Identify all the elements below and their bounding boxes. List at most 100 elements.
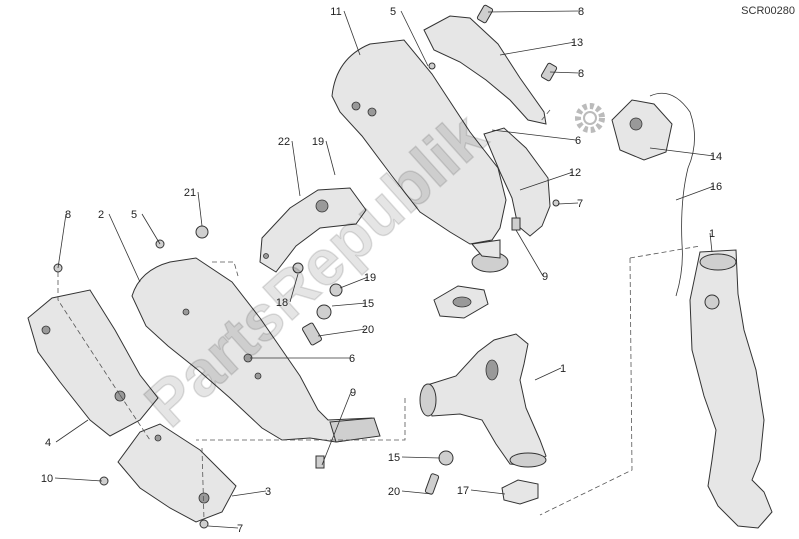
bracket-hole — [315, 199, 329, 213]
bracket-22 — [259, 187, 367, 273]
muffler-upper — [331, 39, 507, 245]
y-pipe — [423, 333, 547, 467]
callout-label: 8 — [578, 6, 584, 18]
callout-label: 7 — [577, 198, 583, 210]
callout-leader — [317, 328, 367, 337]
callout-label: 5 — [131, 209, 137, 221]
mount-hole — [367, 107, 377, 117]
callout-leader — [108, 213, 141, 283]
callout-label: 19 — [364, 272, 376, 284]
assembly-line — [539, 257, 633, 516]
callout-leader — [400, 10, 429, 67]
callout-label: 10 — [41, 473, 53, 485]
bracket-hole — [263, 253, 269, 259]
shield-hole — [114, 390, 126, 402]
shield-hole — [41, 325, 51, 335]
callout-layer: 1123455667788899101112131415151617181919… — [41, 6, 722, 535]
callout-leader — [499, 41, 576, 56]
callout-label: 14 — [710, 151, 722, 163]
assembly-line — [629, 245, 701, 259]
assembly-line — [201, 447, 205, 521]
muffler-lower-outlet — [329, 417, 381, 443]
callout-leader — [401, 490, 433, 495]
callout-leader — [289, 273, 299, 303]
catalytic-converter — [689, 249, 773, 529]
heat-shield-12 — [483, 127, 551, 237]
callout-leader — [207, 525, 239, 529]
callout-leader — [339, 276, 369, 289]
callout-leader — [491, 129, 577, 141]
cat-inlet — [699, 253, 737, 271]
callout-leader — [141, 213, 161, 245]
callout-leader — [401, 456, 441, 459]
gear-icon — [575, 103, 605, 133]
callout-label: 22 — [278, 136, 290, 148]
callout-label: 2 — [98, 209, 104, 221]
callout-leader — [487, 10, 580, 13]
callout-label: 20 — [388, 486, 400, 498]
callout-leader — [515, 229, 544, 277]
callout-leader — [291, 140, 301, 197]
clip — [315, 455, 325, 469]
callout-leader — [519, 171, 574, 191]
clip — [511, 217, 521, 231]
callout-label: 6 — [575, 135, 581, 147]
heat-shield-left — [27, 289, 159, 437]
shield-hole — [154, 434, 162, 442]
fasteners — [53, 4, 560, 529]
y-pipe-inlet — [419, 383, 437, 417]
callout-label: 1 — [560, 363, 566, 375]
assembly-line — [539, 109, 551, 123]
callout-label: 8 — [578, 68, 584, 80]
callout-leader — [343, 10, 361, 56]
muffler-lower — [131, 257, 379, 443]
lambda-port — [704, 294, 720, 310]
callout-leader — [709, 232, 713, 253]
clamp — [501, 479, 539, 505]
callout-label: 18 — [276, 297, 288, 309]
callout-label: 5 — [390, 6, 396, 18]
callout-label: 15 — [388, 452, 400, 464]
callout-label: 16 — [710, 181, 722, 193]
callout-leader — [331, 302, 367, 307]
callout-label: 7 — [237, 523, 243, 535]
assembly-line — [119, 394, 151, 441]
callout-leader — [54, 477, 103, 482]
callout-leader — [649, 147, 715, 157]
sensor-cable — [649, 92, 695, 297]
callout-label: 15 — [362, 298, 374, 310]
mount-hole — [351, 101, 361, 111]
callout-label: 19 — [312, 136, 324, 148]
mount-hole — [182, 308, 190, 316]
callout-label: 21 — [184, 187, 196, 199]
exhaust-valve-actuator — [611, 99, 673, 161]
gasket-hole — [452, 296, 472, 308]
callout-label: 9 — [542, 271, 548, 283]
callout-leader — [470, 489, 506, 495]
callout-label: 20 — [362, 324, 374, 336]
assembly-line — [196, 398, 406, 441]
callout-label: 9 — [350, 387, 356, 399]
callout-label: 12 — [569, 167, 581, 179]
callout-label: 8 — [65, 209, 71, 221]
callout-label: 3 — [265, 486, 271, 498]
heat-shield-upper — [423, 15, 547, 125]
callout-label: 4 — [45, 437, 51, 449]
callout-leader — [675, 185, 715, 201]
assembly-line — [57, 272, 121, 396]
callout-leader — [325, 140, 336, 176]
callout-leader — [549, 71, 580, 74]
callout-leader — [534, 367, 562, 381]
callout-leader — [197, 191, 203, 227]
y-pipe-outlet — [509, 452, 547, 468]
callout-leader — [557, 202, 579, 205]
callout-label: 1 — [709, 228, 715, 240]
callout-leader — [55, 419, 89, 443]
muffler-upper-neck — [471, 239, 501, 259]
callout-label: 13 — [571, 37, 583, 49]
callout-label: 11 — [330, 6, 341, 18]
callout-label: 17 — [457, 485, 469, 497]
mount-hole — [254, 372, 262, 380]
y-pipe-slot — [485, 359, 499, 381]
